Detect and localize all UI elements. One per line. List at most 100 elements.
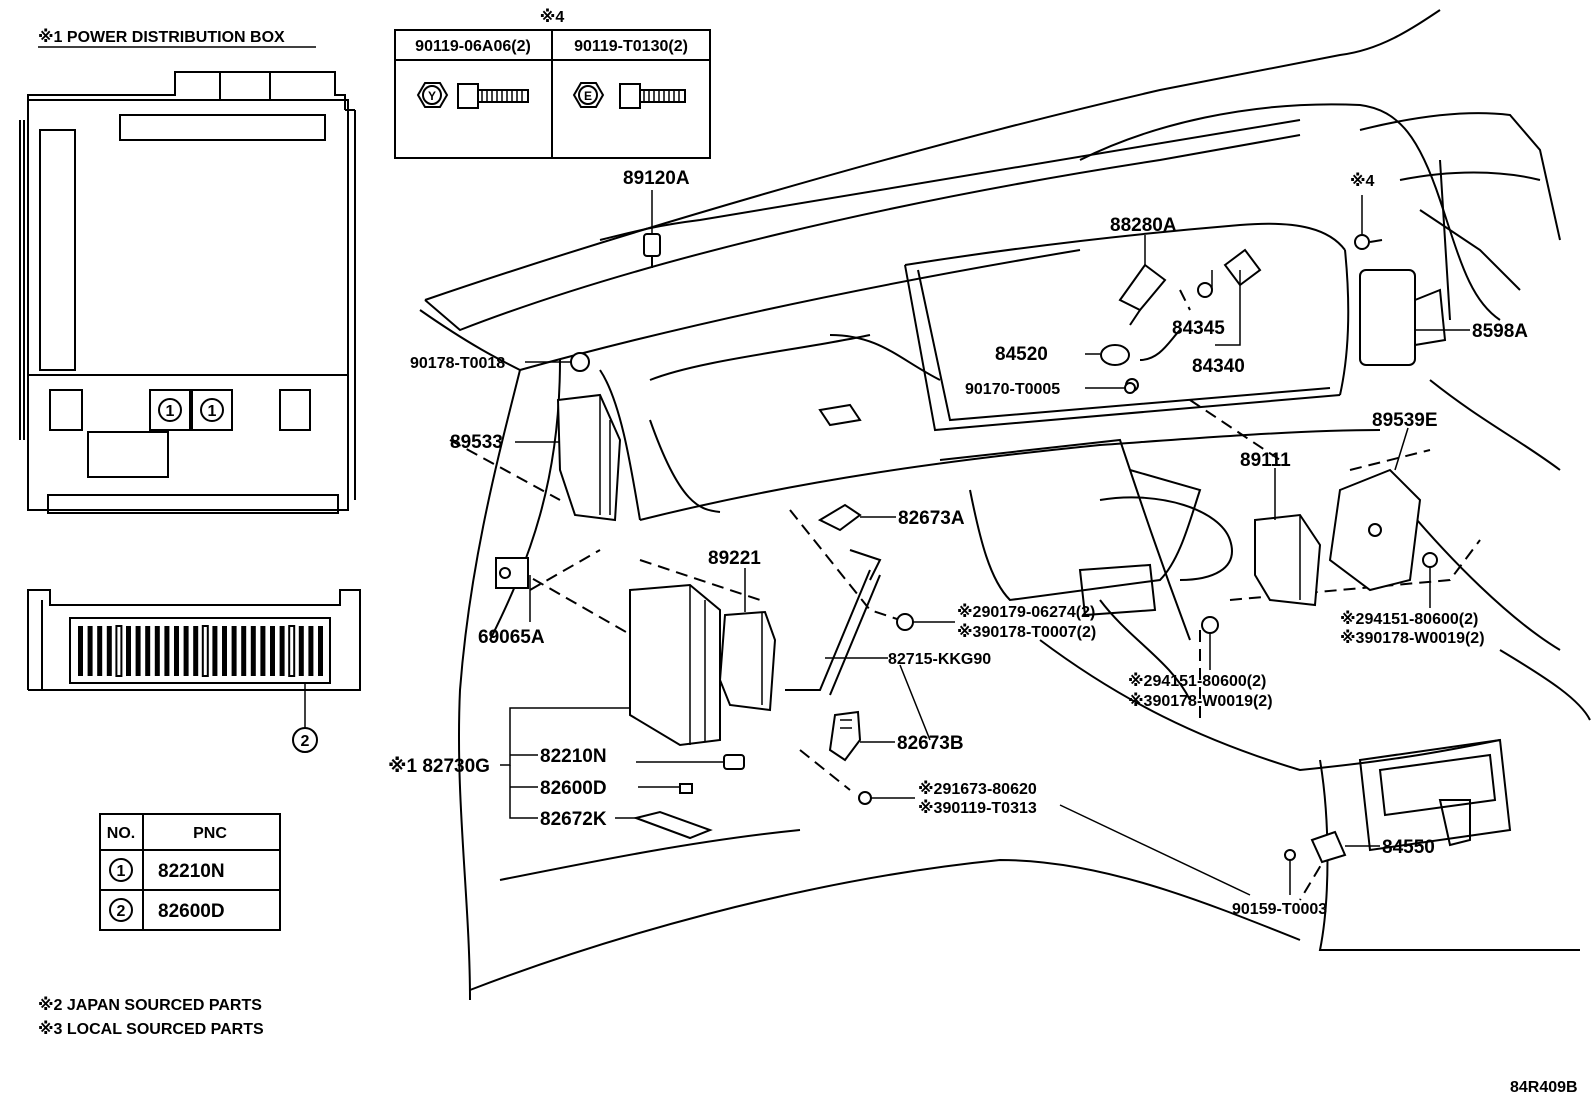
label-89539E: 89539E (1372, 410, 1438, 431)
module-89221 (718, 610, 777, 712)
instrument-panel-outline (419, 9, 1591, 1001)
label-89533: 89533 (450, 432, 503, 453)
label-90178-W0019-center: ※390178-W0019(2) (1128, 692, 1273, 710)
bolt-col2-pn: 90119-T0130(2) (574, 38, 688, 55)
switch-84520 (1100, 329, 1181, 392)
part-82600D-drawing (679, 783, 693, 794)
connector-rib (154, 626, 160, 676)
label-84345: 84345 (1172, 318, 1225, 339)
label-69065A: 69065A (478, 627, 545, 648)
connector-rib (135, 626, 141, 676)
label-82672K: 82672K (540, 809, 607, 830)
label-90170-T0005: 90170-T0005 (965, 381, 1060, 398)
connector-rib (106, 626, 112, 676)
pnc-row1-pnc: 82210N (158, 861, 225, 882)
label-88280A: 88280A (1110, 215, 1177, 236)
dashed-leaders (449, 289, 1481, 901)
bolt-90170-T0005 (1124, 382, 1136, 394)
pnc-header-no: NO. (107, 825, 135, 842)
switch-84550 (1284, 830, 1347, 864)
clip-89120A (643, 233, 661, 268)
connector-rib (174, 626, 179, 676)
label-82210N: 82210N (540, 746, 607, 767)
pnc-header-pnc: PNC (193, 825, 227, 842)
label-89221: 89221 (708, 548, 761, 569)
diagram-code: 84R409B (1510, 1079, 1578, 1096)
power-distribution-box-side: 2 (27, 589, 361, 753)
connector-ribs (78, 625, 323, 677)
pnc-row2-no: 2 (117, 903, 126, 920)
connector-rib (183, 626, 189, 676)
connector-rib (97, 626, 103, 676)
bolt1-threads (481, 90, 523, 102)
part-82210N-drawing (723, 754, 745, 770)
pnc-row2-pnc: 82600D (158, 901, 225, 922)
connector-callout (292, 727, 318, 753)
connector-rib (145, 626, 151, 676)
connector-rib (250, 626, 256, 676)
part-82672K-drawing (632, 810, 713, 840)
connector-rib (193, 626, 199, 676)
connector-rib (78, 626, 83, 676)
part-69065A-drawing (495, 557, 529, 589)
label-89120A: 89120A (623, 168, 690, 189)
nut-90179 (896, 613, 914, 631)
connector-rib (288, 625, 296, 677)
bolt1-mark: Y (428, 89, 436, 103)
bolt2-mark: E (584, 89, 592, 103)
connector-rib (241, 626, 247, 676)
relay-88280A (1118, 263, 1167, 326)
bracket-82673B (828, 710, 862, 762)
bolt-91673 (858, 791, 872, 805)
label-82730G: ※1 82730G (388, 756, 490, 777)
module-89533 (556, 393, 622, 522)
bolt2-threads (643, 90, 680, 102)
label-90178-T0018: 90178-T0018 (410, 355, 505, 372)
connector-rib (201, 625, 209, 677)
label-84520: 84520 (995, 344, 1048, 365)
module-8598A (1359, 269, 1447, 366)
connector-rib (164, 626, 170, 676)
connector-rib (126, 626, 131, 676)
label-94151-80600-center: ※294151-80600(2) (1128, 672, 1266, 690)
slot-mark-1: 1 (166, 403, 175, 420)
slot-mark-2: 1 (208, 403, 217, 420)
connector-rib (87, 626, 93, 676)
label-star4-right: ※4 (1350, 172, 1375, 190)
power-box-title: ※1 POWER DISTRIBUTION BOX (38, 28, 285, 46)
connector-rib (308, 626, 314, 676)
bolt-col1-pn: 90119-06A06(2) (415, 38, 531, 55)
label-90179-06274: ※290179-06274(2) (957, 603, 1095, 621)
connector-rib (279, 626, 285, 676)
connector-mark: 2 (301, 733, 310, 750)
connector-rib (260, 626, 266, 676)
label-84550: 84550 (1382, 837, 1435, 858)
label-90119-T0313: ※390119-T0313 (918, 799, 1037, 817)
connector-rib (298, 626, 304, 676)
label-82715-KKG90: 82715-KKG90 (888, 651, 991, 668)
pnc-row1-no: 1 (117, 863, 126, 880)
connector-rib (231, 626, 237, 676)
bolt-table-title: ※4 (540, 8, 565, 26)
bracket-89539E (1328, 468, 1438, 592)
label-94151-80600-right: ※294151-80600(2) (1340, 610, 1478, 628)
bolt-star4-right (1354, 234, 1383, 250)
label-89111: 89111 (1240, 450, 1291, 471)
connector-rib (318, 626, 323, 676)
label-91673-80620: ※291673-80620 (918, 780, 1037, 798)
label-90178-W0019-right: ※390178-W0019(2) (1340, 629, 1485, 647)
label-82673B: 82673B (897, 733, 964, 754)
connector-rib (115, 625, 123, 677)
label-84340: 84340 (1192, 356, 1245, 377)
power-distribution-box-front: 1 1 (19, 71, 356, 514)
nut-94151-center (1201, 616, 1219, 634)
connector-rib (222, 626, 227, 676)
label-82673A: 82673A (898, 508, 965, 529)
connector-rib (270, 626, 275, 676)
label-82600D: 82600D (540, 778, 607, 799)
junction-block-82730G (629, 583, 721, 747)
pnc-table: NO. PNC 1 82210N 2 82600D (99, 813, 281, 931)
callout-lines (500, 190, 1470, 896)
